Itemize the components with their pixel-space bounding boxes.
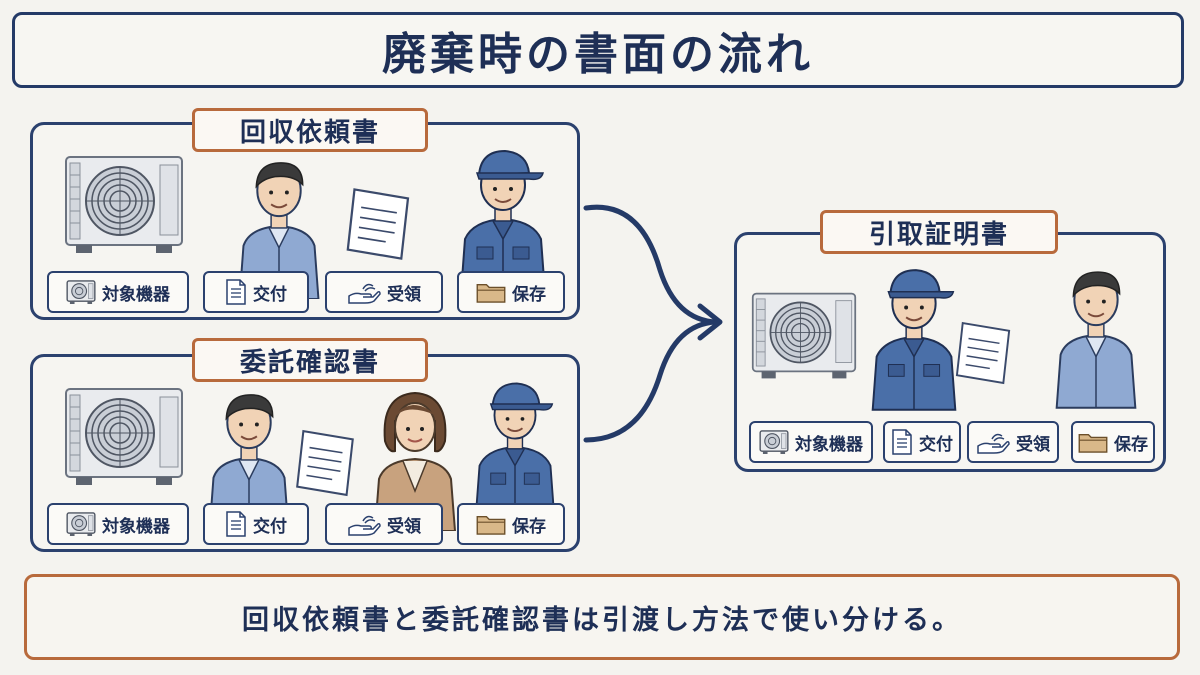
document-icon <box>891 429 913 455</box>
summary-text: 回収依頼書と委託確認書は引渡し方法で使い分ける。 <box>242 604 962 636</box>
panel-label-collection-request: 回収依頼書 <box>192 108 428 152</box>
title-banner: 廃棄時の書面の流れ <box>12 12 1184 88</box>
panel-consignment-confirmation: 対象機器 交付 受領 保存 <box>30 354 580 552</box>
receiving-hand-icon <box>347 280 381 304</box>
flow-arrows <box>583 204 723 443</box>
page-title: 廃棄時の書面の流れ <box>382 29 814 80</box>
ac-unit-illustration <box>59 387 189 487</box>
chip-issue: 交付 <box>203 503 309 545</box>
panel-pickup-certificate: 対象機器 交付 受領 保存 <box>734 232 1166 472</box>
chip-storage: 保存 <box>457 503 565 545</box>
receiving-hand-icon <box>347 512 381 536</box>
chip-label: 受領 <box>387 516 421 537</box>
chip-label: 保存 <box>512 284 546 305</box>
chip-label: 交付 <box>919 434 953 455</box>
chip-storage: 保存 <box>457 271 565 313</box>
chip-label: 対象機器 <box>795 434 863 455</box>
ac-unit-icon <box>66 512 96 536</box>
chip-issue: 交付 <box>883 421 961 463</box>
chip-target-equipment: 対象機器 <box>47 271 189 313</box>
ac-unit-icon <box>759 430 789 454</box>
chip-receipt: 受領 <box>325 271 443 313</box>
arrowhead-icon <box>697 303 723 341</box>
ac-unit-icon <box>66 280 96 304</box>
panel-label-pickup-certificate: 引取証明書 <box>820 210 1058 254</box>
technician-illustration <box>459 371 571 521</box>
folder-icon <box>476 281 506 303</box>
flow-arrow-lower <box>583 319 719 443</box>
chip-label: 交付 <box>253 284 287 305</box>
chip-storage: 保存 <box>1071 421 1155 463</box>
chip-issue: 交付 <box>203 271 309 313</box>
office-worker-receiving-illustration <box>1037 259 1155 409</box>
chip-label: 受領 <box>387 284 421 305</box>
flow-arrow-upper <box>583 204 719 325</box>
chip-label: 交付 <box>253 516 287 537</box>
folder-icon <box>1078 431 1108 453</box>
chip-label: 保存 <box>512 516 546 537</box>
summary-banner: 回収依頼書と委託確認書は引渡し方法で使い分ける。 <box>24 574 1180 660</box>
chip-label: 対象機器 <box>102 284 170 305</box>
ac-unit-illustration <box>59 155 189 255</box>
chip-label: 保存 <box>1114 434 1148 455</box>
document-illustration <box>955 319 1013 387</box>
chip-receipt: 受領 <box>967 421 1059 463</box>
document-illustration <box>295 427 357 499</box>
ac-unit-illustration <box>751 291 857 381</box>
document-icon <box>225 511 247 537</box>
chip-target-equipment: 対象機器 <box>749 421 873 463</box>
chip-receipt: 受領 <box>325 503 443 545</box>
panel-label-consignment-confirmation: 委託確認書 <box>192 338 428 382</box>
chip-target-equipment: 対象機器 <box>47 503 189 545</box>
document-illustration <box>345 185 413 263</box>
folder-icon <box>476 513 506 535</box>
document-icon <box>225 279 247 305</box>
panel-collection-request: 対象機器 交付 受領 保存 <box>30 122 580 320</box>
chip-label: 受領 <box>1016 434 1050 455</box>
chip-label: 対象機器 <box>102 516 170 537</box>
receiving-hand-icon <box>976 430 1010 454</box>
